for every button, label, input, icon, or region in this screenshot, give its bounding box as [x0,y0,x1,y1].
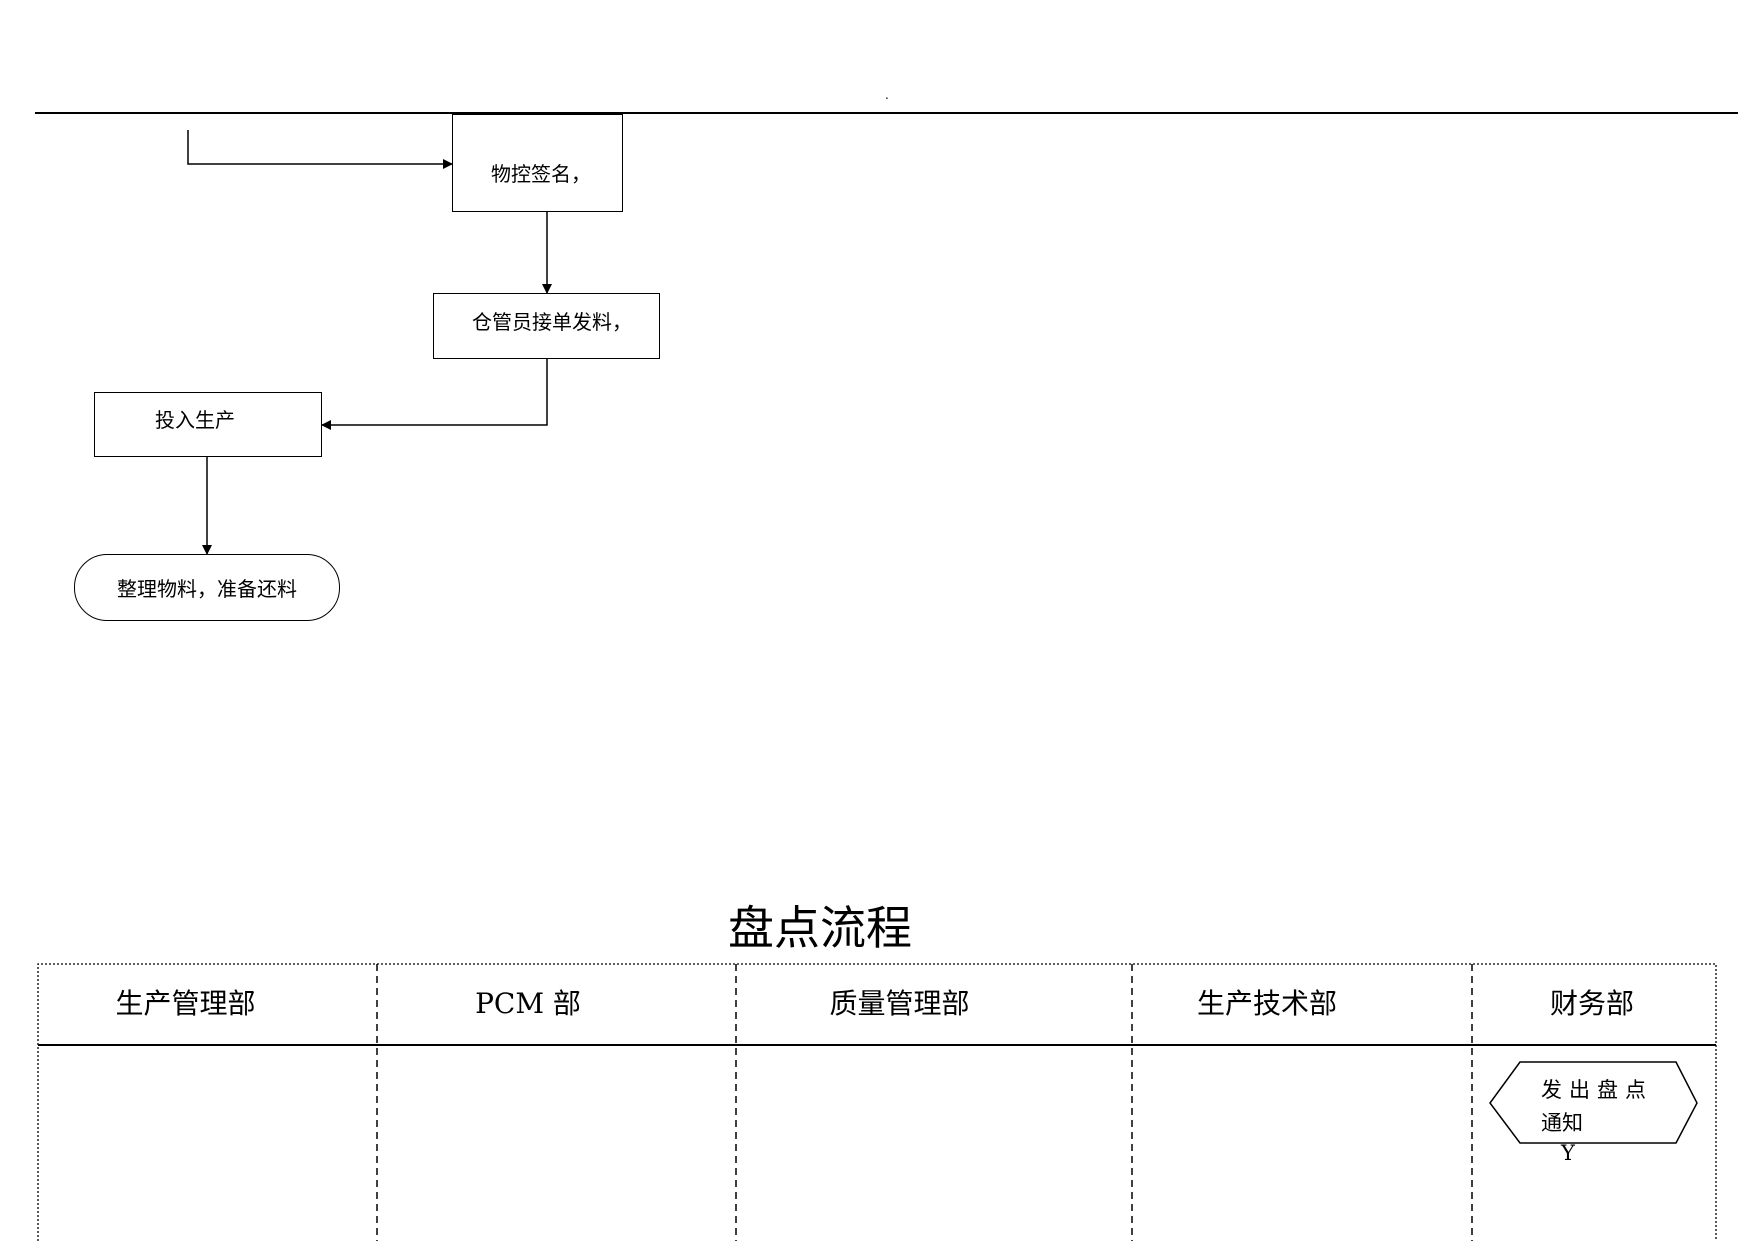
lane-header-production-technology: 生产技术部 [1196,987,1337,1020]
lane-header-finance: 财务部 [1549,987,1634,1020]
process-box-label: 投入生产 [155,408,235,432]
start-node-line2: 通知 [1541,1111,1583,1135]
process-box-warehouse-issue: 仓管员接单发料， [433,293,660,359]
process-box-label: 物控签名， [491,162,591,186]
arrow-into-box1 [187,130,453,169]
terminal-label: 整理物料，准备还料 [117,577,297,601]
terminal-return-materials: 整理物料，准备还料 [74,554,340,621]
start-node-hexagon [1489,1061,1698,1144]
lane-header-quality-management: 质量管理部 [829,987,970,1020]
header-mark: . [885,88,889,102]
process-box-label: 仓管员接单发料， [472,310,632,334]
decision-yes-label: Y [1561,1141,1575,1165]
inventory-flow-title: 盘点流程 [728,901,912,955]
lane-header-production-management: 生产管理部 [115,987,256,1020]
arrow-box2-to-box3 [321,359,548,430]
process-box-production: 投入生产 [94,392,322,457]
start-node-line1: 发出盘点 [1541,1078,1653,1102]
lane-header-pcm: PCM 部 [475,987,581,1020]
process-box-material-control-sign: 物控签名， [452,114,623,212]
swimlane-frame [37,963,1717,1241]
